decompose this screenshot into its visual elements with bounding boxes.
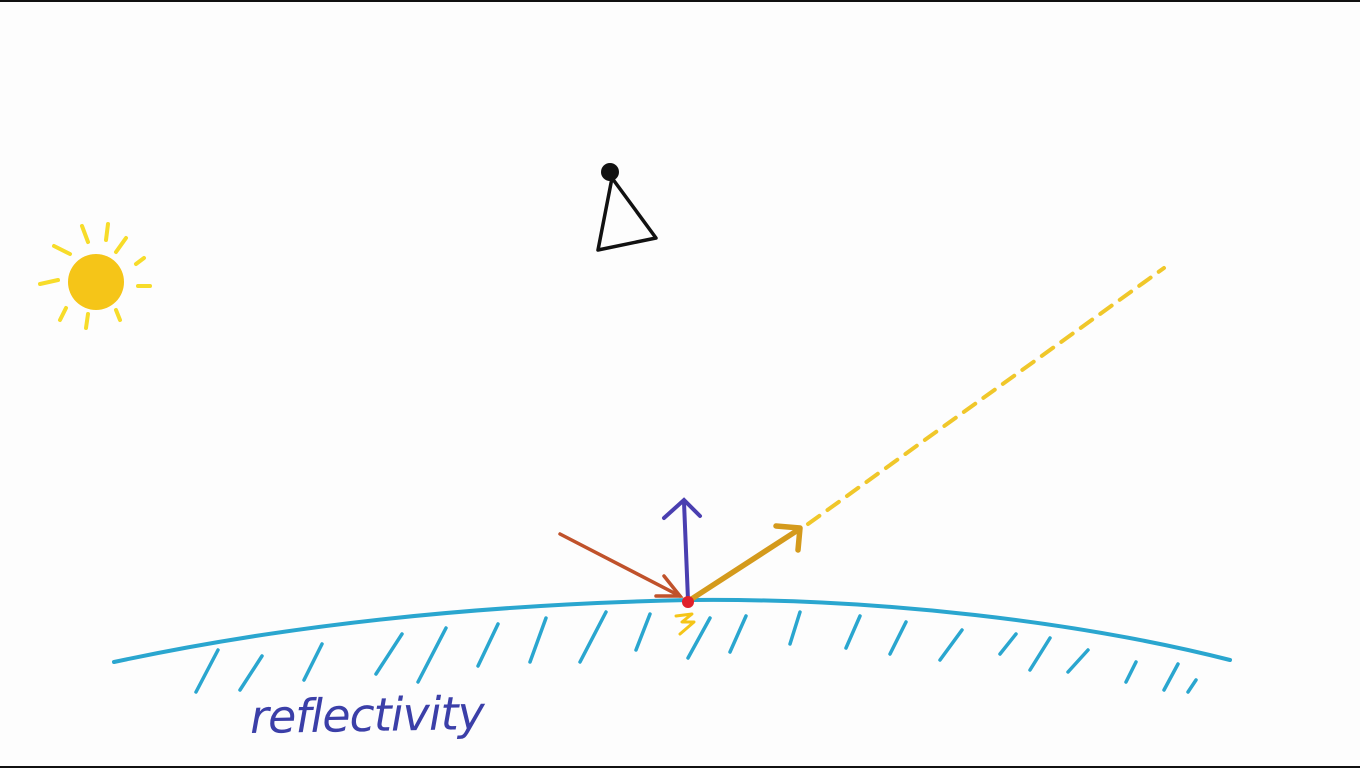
normal-arrow xyxy=(662,497,702,602)
surface-curve xyxy=(112,597,1232,664)
light-scribble xyxy=(674,612,696,636)
hit-point xyxy=(682,596,694,608)
reflected-ray-dashed xyxy=(806,266,1166,526)
reflectivity-caption: reflectivity xyxy=(249,685,485,745)
incoming-ray-arrow xyxy=(558,532,684,598)
surface-hatching xyxy=(194,610,1198,694)
sun-icon xyxy=(38,222,152,330)
camera-icon xyxy=(596,163,658,252)
reflected-ray-arrow xyxy=(687,523,803,603)
